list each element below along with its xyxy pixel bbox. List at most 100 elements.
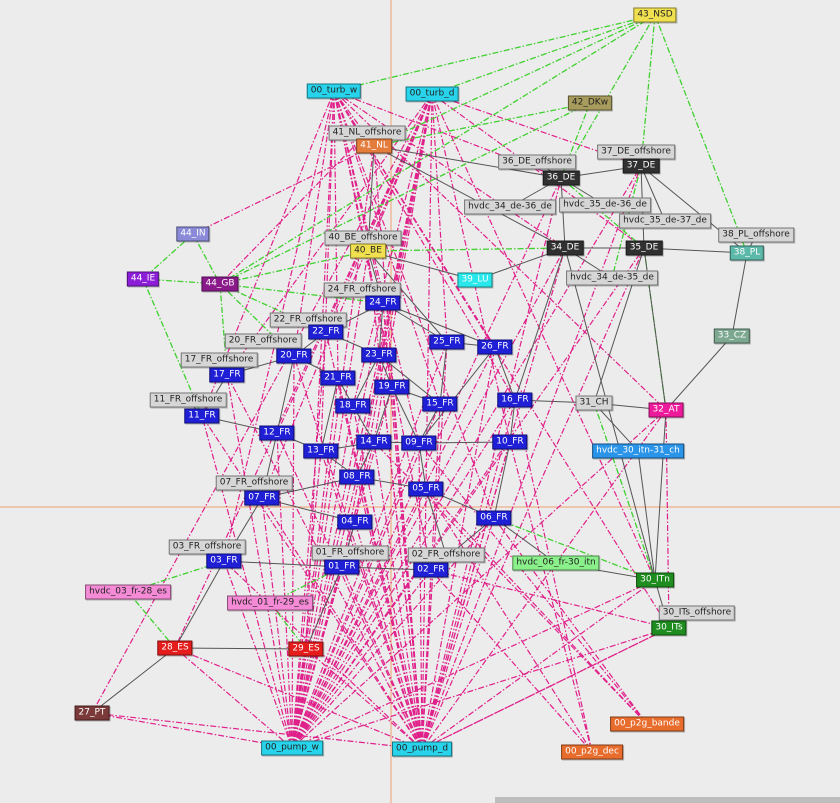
pink-link-edge	[425, 488, 593, 753]
node-37-de-offshore[interactable]: 37_DE_offshore	[597, 144, 675, 160]
gray-link-edge	[640, 165, 666, 222]
node-40-be[interactable]: 40_BE	[350, 243, 386, 259]
gray-link-edge	[382, 302, 496, 348]
node-11-fr-offshore[interactable]: 11_FR_offshore	[149, 392, 227, 408]
node-07-fr-offshore[interactable]: 07_FR_offshore	[215, 475, 293, 491]
pink-link-edge	[291, 341, 448, 749]
node-36-de[interactable]: 36_DE	[542, 170, 580, 186]
pink-link-edge	[192, 145, 375, 235]
node-04-fr[interactable]: 04_FR	[337, 514, 373, 530]
node-12-fr[interactable]: 12_FR	[259, 425, 295, 441]
node-16-fr[interactable]: 16_FR	[497, 392, 533, 408]
node-07-fr[interactable]: 07_FR	[244, 490, 280, 506]
node-00-pump-w[interactable]: 00_pump_w	[261, 740, 323, 756]
node-00-p2g-bande[interactable]: 00_p2g_bande	[610, 716, 684, 732]
node-00-turb-w[interactable]: 00_turb_w	[306, 83, 362, 99]
green-link-edge	[127, 591, 176, 649]
node-29-es[interactable]: 29_ES	[288, 641, 324, 657]
node-39-lu[interactable]: 39_LU	[457, 272, 493, 288]
node-20-fr[interactable]: 20_FR	[276, 348, 312, 364]
pink-link-edge	[291, 579, 656, 749]
gray-link-edge	[223, 560, 343, 568]
node-22-fr-offshore[interactable]: 22_FR_offshore	[269, 312, 347, 328]
pink-link-edge	[276, 432, 423, 750]
node-11-fr[interactable]: 11_FR	[184, 408, 220, 424]
node-32-at[interactable]: 32_AT	[648, 402, 684, 418]
node-00-p2g-dec[interactable]: 00_p2g_dec	[561, 744, 623, 760]
node-02-fr-offshore[interactable]: 02_FR_offshore	[407, 547, 485, 563]
node-03-fr-offshore[interactable]: 03_FR_offshore	[168, 539, 246, 555]
node-14-fr[interactable]: 14_FR	[356, 434, 392, 450]
pink-link-edge	[291, 441, 511, 749]
green-link-edge	[560, 177, 645, 249]
node-09-fr[interactable]: 09_FR	[401, 435, 437, 451]
node-20-fr-offshore[interactable]: 20_FR_offshore	[224, 333, 302, 349]
pink-link-edge	[425, 488, 648, 725]
node-hvdc-35-de-36-de[interactable]: hvdc_35_de-36_de	[559, 197, 651, 213]
node-30-itn[interactable]: 30_ITn	[636, 572, 674, 588]
node-00-turb-d[interactable]: 00_turb_d	[405, 86, 459, 102]
pink-link-edge	[223, 560, 423, 750]
horizontal-scrollbar[interactable]	[495, 797, 840, 803]
node-15-fr[interactable]: 15_FR	[422, 396, 458, 412]
node-30-its[interactable]: 30_ITs	[651, 620, 687, 636]
node-26-fr[interactable]: 26_FR	[477, 339, 513, 355]
node-37-de[interactable]: 37_DE	[622, 158, 660, 174]
node-23-fr[interactable]: 23_FR	[361, 347, 397, 363]
node-03-fr[interactable]: 03_FR	[206, 553, 242, 569]
node-01-fr-offshore[interactable]: 01_FR_offshore	[311, 545, 389, 561]
node-43-nsd[interactable]: 43_NSD	[633, 7, 677, 23]
green-link-edge	[373, 102, 591, 147]
node-08-fr[interactable]: 08_FR	[339, 469, 375, 485]
node-hvdc-35-de-37-de[interactable]: hvdc_35_de-37_de	[619, 213, 711, 229]
node-38-pl-offshore[interactable]: 38_PL_offshore	[718, 227, 794, 243]
node-10-fr[interactable]: 10_FR	[492, 434, 528, 450]
node-hvdc-03-fr-28-es[interactable]: hvdc_03_fr-28_es	[85, 584, 171, 600]
node-02-fr[interactable]: 02_FR	[413, 562, 449, 578]
node-hvdc-01-fr-29-es[interactable]: hvdc_01_fr-29_es	[227, 595, 313, 611]
node-hvdc-34-de-35-de[interactable]: hvdc_34_de-35_de	[566, 270, 658, 286]
node-36-de-offshore[interactable]: 36_DE_offshore	[498, 154, 576, 170]
pink-link-edge	[291, 177, 562, 749]
gray-link-edge	[439, 341, 448, 405]
node-19-fr[interactable]: 19_FR	[374, 379, 410, 395]
pink-link-edge	[291, 346, 496, 749]
green-link-edge	[560, 102, 591, 179]
gray-link-edge	[91, 647, 176, 714]
node-30-its-offshore[interactable]: 30_ITs_offshore	[658, 605, 736, 621]
node-33-cz[interactable]: 33_CZ	[713, 328, 751, 344]
node-38-pl[interactable]: 38_PL	[729, 245, 765, 261]
pink-link-edge	[174, 647, 423, 750]
node-hvdc-06-fr-30-itn[interactable]: hvdc_06_fr-30_itn	[512, 555, 600, 571]
node-05-fr[interactable]: 05_FR	[408, 481, 444, 497]
node-00-pump-d[interactable]: 00_pump_d	[391, 741, 453, 757]
green-link-edge	[269, 602, 307, 650]
node-hvdc-30-itn-31-ch[interactable]: hvdc_30_itn-31_ch	[592, 443, 684, 459]
node-27-pt[interactable]: 27_PT	[74, 705, 110, 721]
node-41-nl[interactable]: 41_NL	[356, 138, 392, 154]
node-44-gb[interactable]: 44_GB	[201, 276, 239, 292]
node-21-fr[interactable]: 21_FR	[320, 370, 356, 386]
node-24-fr-offshore[interactable]: 24_FR_offshore	[323, 282, 401, 298]
node-hvdc-34-de-36-de[interactable]: hvdc_34_de-36_de	[464, 199, 556, 215]
node-22-fr[interactable]: 22_FR	[308, 324, 344, 340]
gray-link-edge	[425, 488, 447, 556]
node-25-fr[interactable]: 25_FR	[429, 334, 465, 350]
node-18-fr[interactable]: 18_FR	[335, 398, 371, 414]
pink-link-edge	[431, 93, 448, 343]
node-28-es[interactable]: 28_ES	[157, 640, 193, 656]
node-13-fr[interactable]: 13_FR	[303, 443, 339, 459]
node-42-dkw[interactable]: 42_DKw	[567, 95, 613, 111]
node-17-fr[interactable]: 17_FR	[209, 367, 245, 383]
node-44-in[interactable]: 44_IN	[176, 226, 210, 242]
node-24-fr[interactable]: 24_FR	[365, 295, 401, 311]
node-31-ch[interactable]: 31_CH	[575, 395, 613, 411]
node-17-fr-offshore[interactable]: 17_FR_offshore	[180, 352, 258, 368]
node-06-fr[interactable]: 06_FR	[476, 510, 512, 526]
node-44-ie[interactable]: 44_IE	[126, 271, 160, 287]
node-34-de[interactable]: 34_DE	[546, 240, 584, 256]
gray-link-edge	[514, 247, 566, 401]
node-01-fr[interactable]: 01_FR	[324, 559, 360, 575]
node-35-de[interactable]: 35_DE	[625, 240, 663, 256]
